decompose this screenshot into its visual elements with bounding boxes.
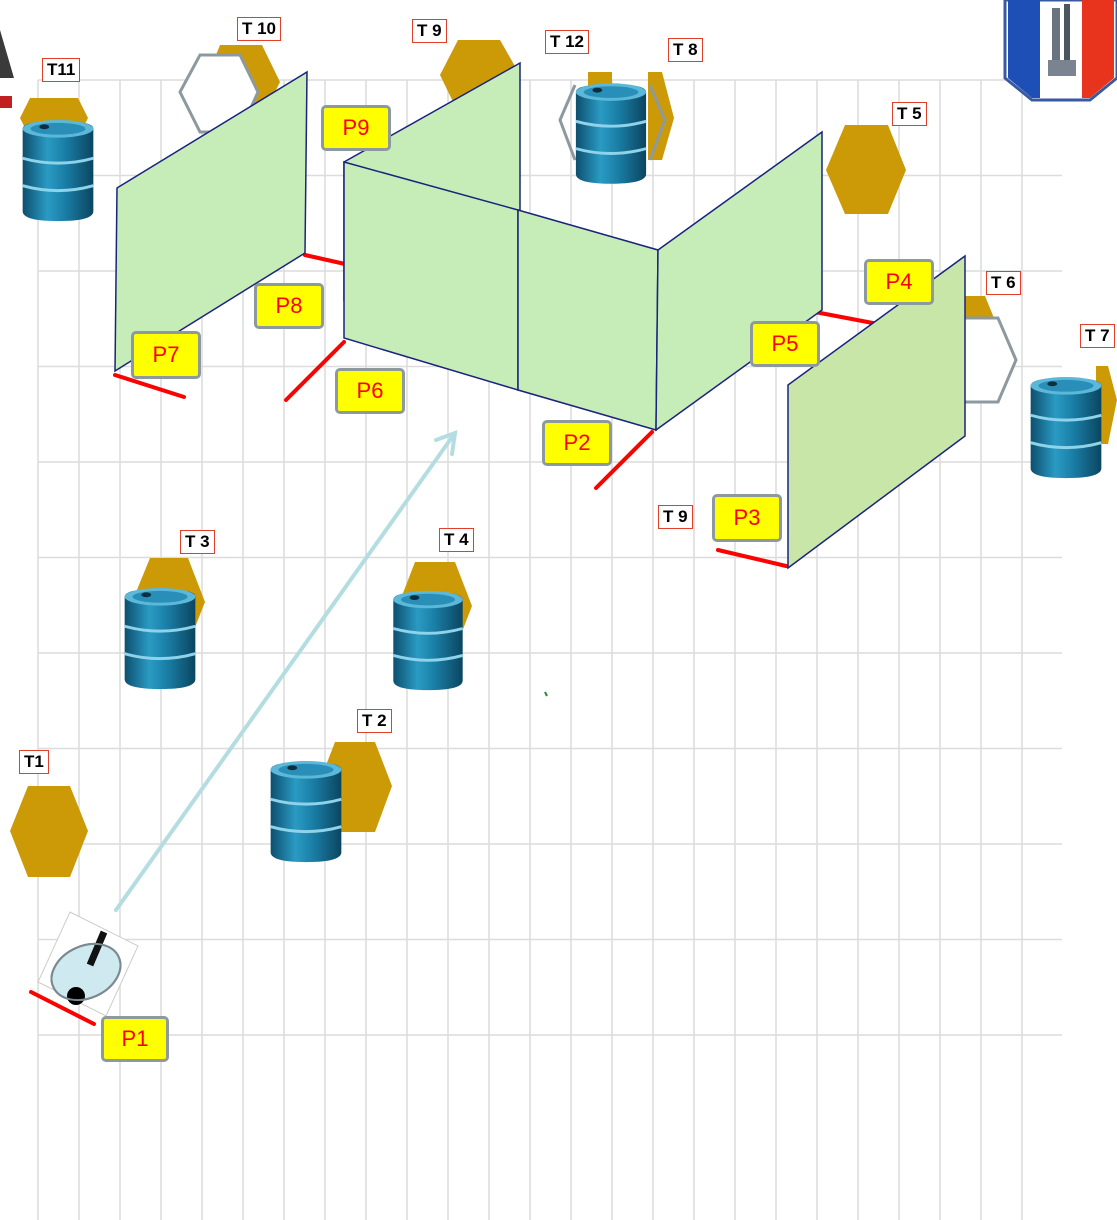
position-label-p9: P9 (321, 105, 391, 151)
target-label-t11: T11 (42, 58, 80, 82)
barrel-icon (393, 591, 462, 690)
target-label-t1: T1 (19, 750, 49, 774)
target-label-t9-second: T 9 (658, 505, 693, 529)
barrel-icon (23, 120, 94, 221)
hexagon-target-icon (648, 72, 674, 160)
small-mark (545, 692, 547, 696)
partial-logo-icon (0, 30, 14, 108)
position-label-p4: P4 (864, 259, 934, 305)
barrel-icon (125, 588, 196, 689)
hexagon-target-icon (10, 786, 88, 877)
robot-icon (38, 912, 138, 1016)
position-label-p6: P6 (335, 368, 405, 414)
barrel-icon (271, 761, 342, 862)
position-label-p1: P1 (101, 1016, 169, 1062)
crest-logo-icon (1005, 0, 1117, 100)
position-label-p7: P7 (131, 331, 201, 379)
barrel-icon (1031, 377, 1102, 478)
panel-wall-icon (518, 210, 658, 430)
target-label-t7: T 7 (1080, 324, 1115, 348)
barrel-icon (576, 83, 646, 183)
hexagon-target-icon (826, 125, 906, 214)
position-line-p4 (815, 312, 878, 324)
target-label-t6: T 6 (986, 271, 1021, 295)
target-label-t12: T 12 (545, 30, 589, 54)
target-label-t9: T 9 (412, 19, 447, 43)
position-label-p3: P3 (712, 494, 782, 542)
position-label-p8: P8 (254, 283, 324, 329)
target-label-t8: T 8 (668, 38, 703, 62)
position-label-p5: P5 (750, 321, 820, 367)
target-label-t3: T 3 (180, 530, 215, 554)
position-label-p2: P2 (542, 420, 612, 466)
target-label-t4: T 4 (439, 528, 474, 552)
target-label-t2: T 2 (357, 709, 392, 733)
target-label-t10: T 10 (237, 17, 281, 41)
target-label-t5: T 5 (892, 102, 927, 126)
